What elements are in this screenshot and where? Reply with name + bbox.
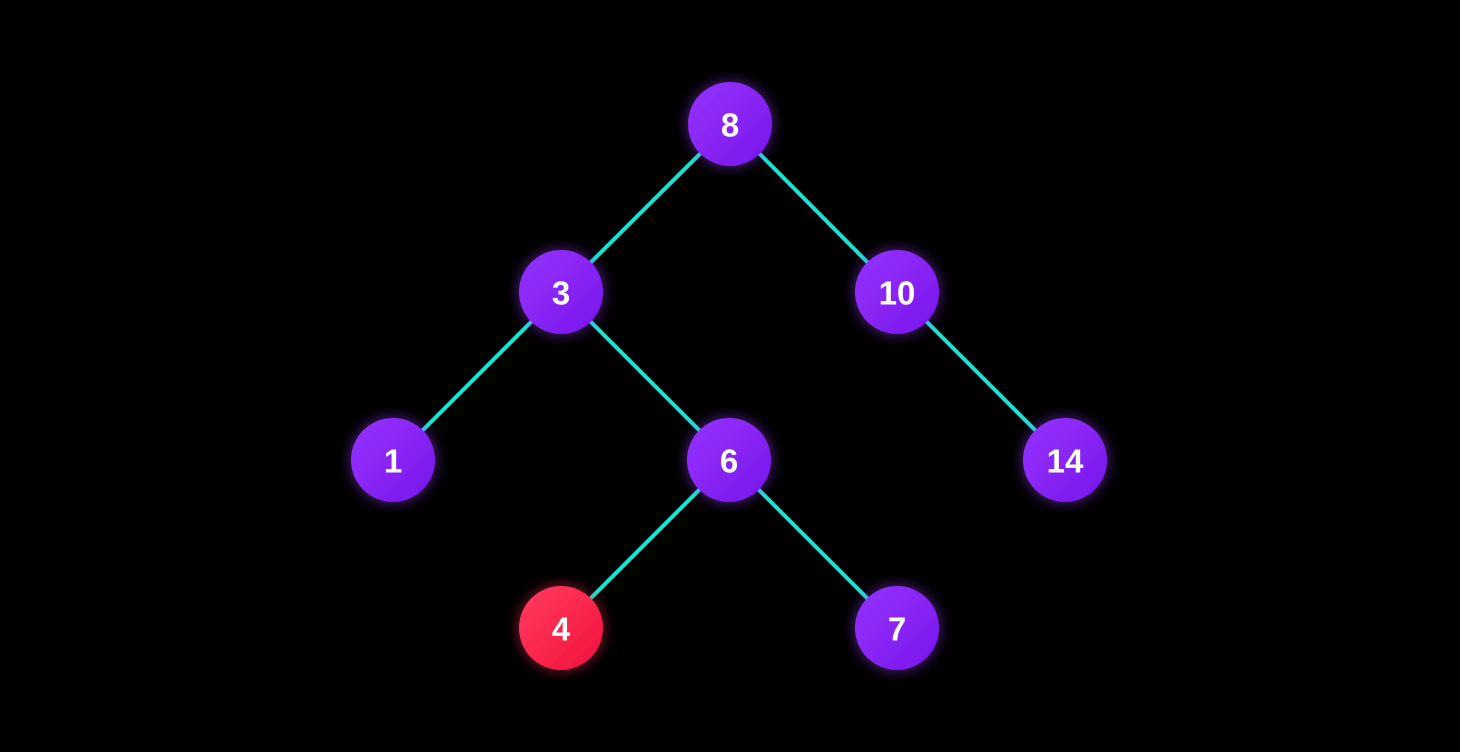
tree-node-4[interactable]: 4	[519, 586, 603, 670]
node-circle-8[interactable]	[688, 82, 772, 166]
tree-node-6[interactable]: 6	[687, 418, 771, 502]
node-label-7: 7	[888, 611, 906, 648]
tree-edge-n8-n3	[587, 150, 704, 266]
node-circle-6[interactable]	[687, 418, 771, 502]
tree-node-8[interactable]: 8	[688, 82, 772, 166]
tree-edge-n3-n1	[419, 318, 535, 434]
tree-node-1[interactable]: 1	[351, 418, 435, 502]
node-label-4: 4	[552, 611, 571, 648]
node-label-14: 14	[1047, 443, 1084, 480]
node-circle-4[interactable]	[519, 586, 603, 670]
tree-edge-n3-n6	[587, 318, 703, 434]
node-circle-3[interactable]	[519, 250, 603, 334]
tree-edge-n6-n7	[755, 486, 871, 602]
node-circle-1[interactable]	[351, 418, 435, 502]
tree-node-3[interactable]: 3	[519, 250, 603, 334]
tree-edges-group	[419, 150, 1039, 602]
node-label-10: 10	[879, 275, 916, 312]
tree-node-10[interactable]: 10	[855, 250, 939, 334]
tree-node-7[interactable]: 7	[855, 586, 939, 670]
tree-node-14[interactable]: 14	[1023, 418, 1107, 502]
node-circle-7[interactable]	[855, 586, 939, 670]
node-label-3: 3	[552, 275, 570, 312]
tree-edge-n8-n10	[756, 150, 871, 266]
node-circle-10[interactable]	[855, 250, 939, 334]
tree-nodes-group: 8 3 10 1 6 14 4 7	[351, 82, 1107, 670]
node-label-8: 8	[721, 107, 739, 144]
tree-edge-n10-n14	[923, 318, 1039, 434]
node-circle-14[interactable]	[1023, 418, 1107, 502]
node-label-6: 6	[720, 443, 738, 480]
tree-edge-n6-n4	[587, 486, 703, 602]
node-label-1: 1	[384, 443, 402, 480]
